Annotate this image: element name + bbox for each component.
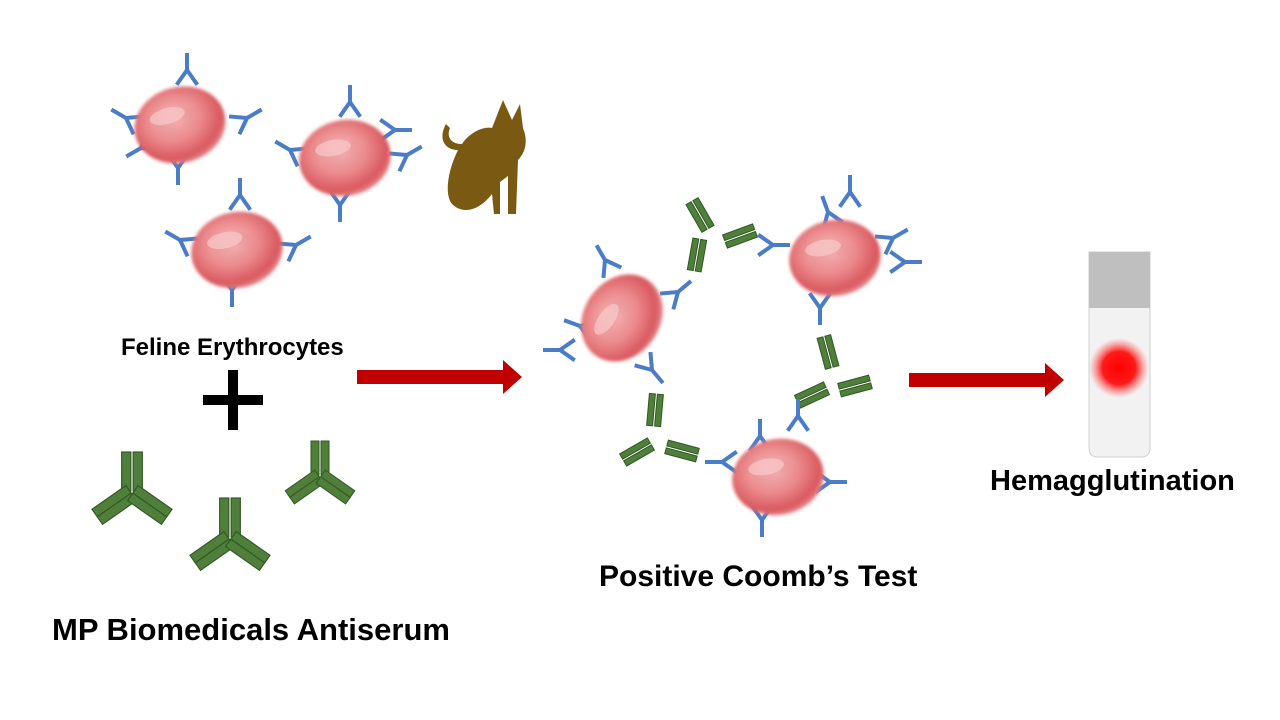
red-blood-cell-icon [783,213,887,304]
rbc-cluster-feline [105,53,428,307]
antibody-icon [91,451,173,525]
red-blood-cell-icon [269,85,428,222]
arrow-right-icon [909,363,1064,397]
plus-icon [203,370,263,430]
arrow-right-icon [357,360,522,394]
label-hemagglutination: Hemagglutination [990,465,1235,497]
label-positive-coombs-test: Positive Coomb’s Test [599,560,918,593]
test-tube-icon [1088,251,1151,458]
red-blood-cell-icon [564,259,679,378]
coombs-agglutination-ring [543,175,922,537]
agglutination-dot [1089,338,1149,398]
red-blood-cell-icon [159,178,317,307]
antibody-icon [284,440,356,505]
label-feline-erythrocytes: Feline Erythrocytes [121,334,344,361]
cat-icon [442,100,526,214]
label-antiserum: MP Biomedicals Antiserum [52,612,450,647]
red-blood-cell-icon [105,53,268,185]
antibody-icon [189,497,271,571]
red-blood-cell-icon [726,432,830,523]
antibody-group-antiserum [91,440,356,571]
